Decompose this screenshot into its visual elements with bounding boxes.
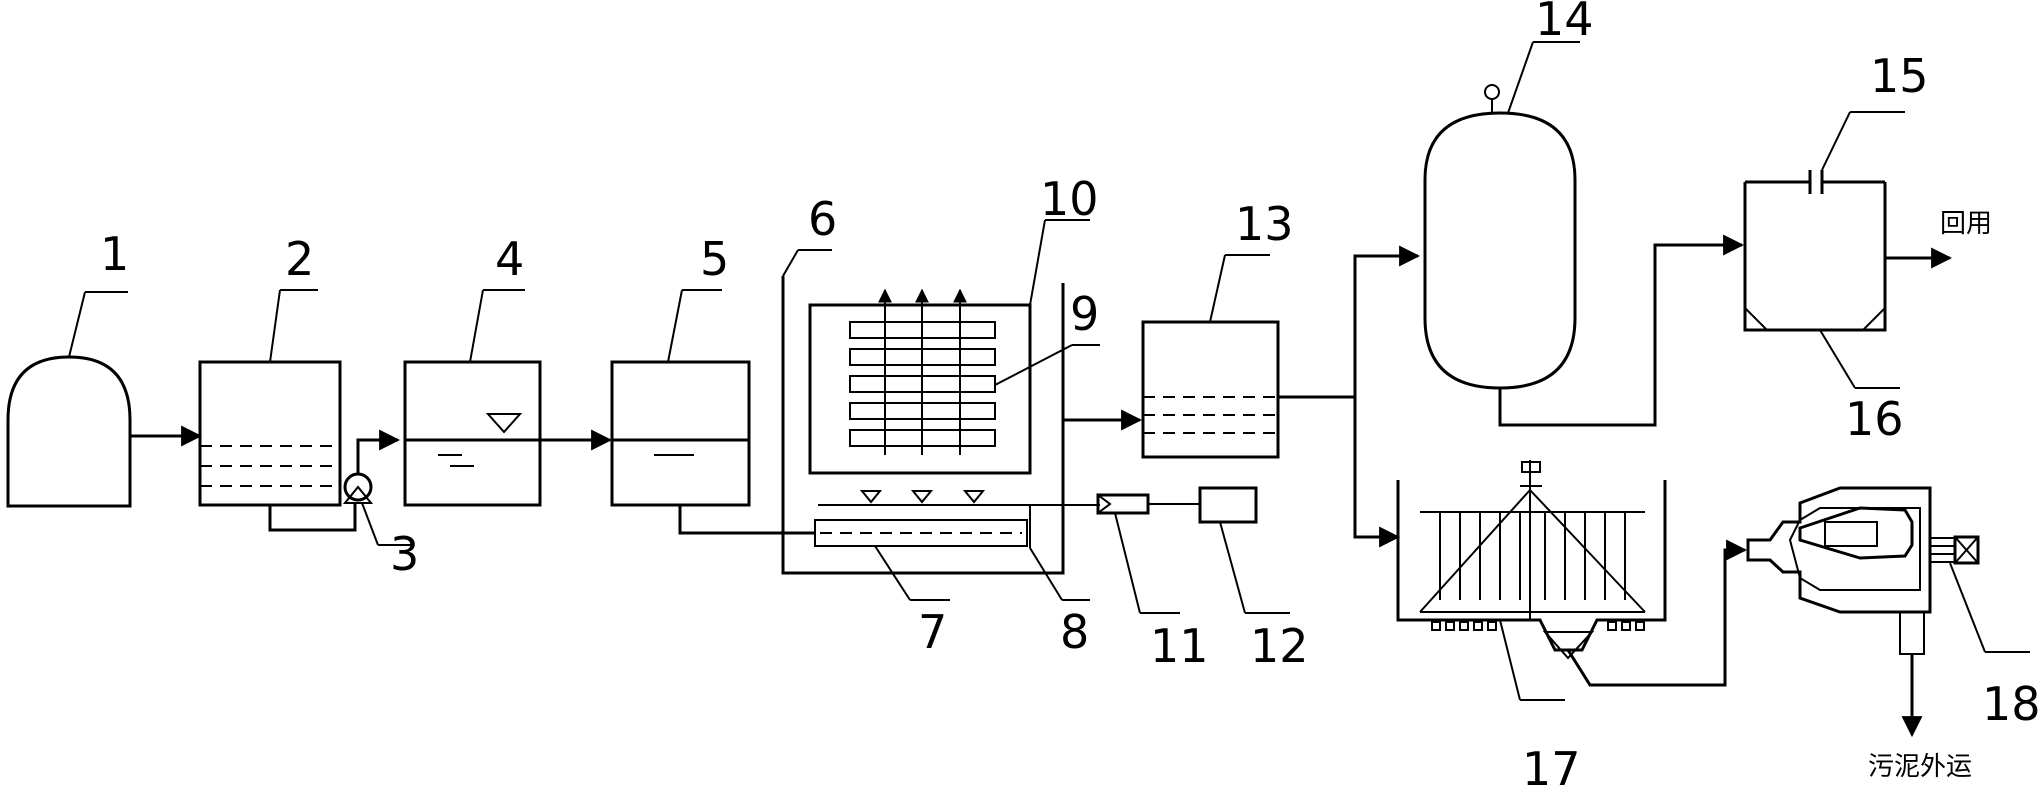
label-16: 16 [1845,392,1904,446]
unit-17-thickener [1396,460,1748,701]
label-13: 13 [1235,197,1294,251]
unit-13-tank [1141,254,1280,459]
unit-6-mbr-tank [781,249,1065,575]
label-9: 9 [1070,287,1099,341]
label-10: 10 [1040,172,1099,226]
label-3: 3 [390,527,419,581]
unit-9-membrane-sheet [994,344,1100,386]
unit-15-dosing-valve [1808,111,1905,194]
unit-2-tank [198,289,342,507]
unit-4-tank [403,289,542,507]
label-15: 15 [1870,49,1929,103]
flow-13-branch [1278,245,1421,548]
sludge-out-label: 污泥外运 [1868,752,1972,782]
unit-5-tank [610,289,815,535]
unit-3-pump [268,429,412,546]
label-6: 6 [808,192,837,246]
unit-1-source [6,291,132,508]
label-5: 5 [700,232,729,286]
label-8: 8 [1060,605,1089,659]
label-1: 1 [100,227,129,281]
unit-10-membrane-module [808,219,1090,475]
label-12: 12 [1250,619,1309,673]
label-11: 11 [1150,619,1209,673]
label-2: 2 [285,232,314,286]
label-17: 17 [1522,742,1581,789]
label-7: 7 [918,605,947,659]
unit-8-aerator-line [818,490,1100,601]
label-4: 4 [495,232,524,286]
unit-14-pressure-vessel [1423,41,1745,427]
unit-11-valve [1096,493,1200,614]
unit-12-blower [1198,486,1290,614]
reuse-label: 回用 [1940,209,1992,239]
label-14: 14 [1535,0,1594,46]
unit-16-reuse-tank [1743,180,1900,389]
unit-7-inlet-distributor [814,519,1028,601]
label-18: 18 [1982,677,2038,731]
unit-18-dewatering [1746,486,2030,738]
